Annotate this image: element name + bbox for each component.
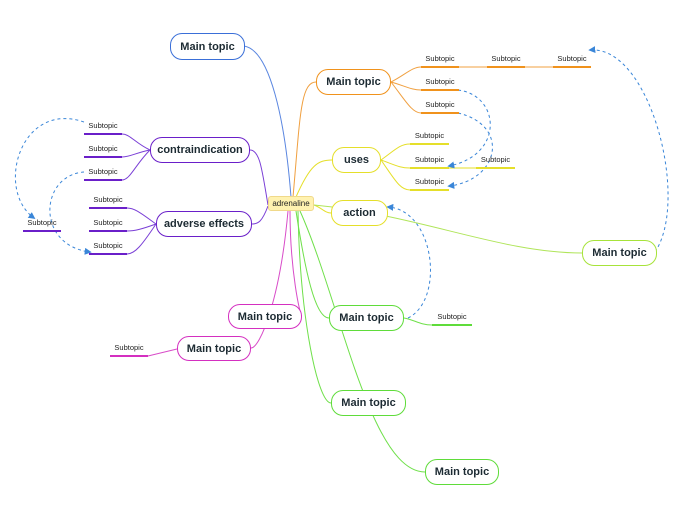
relationship-2 <box>447 112 493 189</box>
main-topic-uses[interactable]: uses <box>332 147 381 173</box>
subtopic-contraindication-3[interactable]: Subtopic <box>84 165 122 181</box>
branch-action <box>313 204 332 214</box>
subtopic-orange-5[interactable]: Subtopic <box>421 98 459 114</box>
subtopic-uses-4[interactable]: Subtopic <box>410 175 449 191</box>
central-topic[interactable]: adrenaline <box>268 196 314 211</box>
branch-top <box>243 45 292 198</box>
subtopic-orange-2[interactable]: Subtopic <box>487 52 525 68</box>
relationship-6 <box>49 171 92 255</box>
main-topic-contraindication[interactable]: contraindication <box>150 137 250 163</box>
branch-green-a <box>295 210 330 319</box>
subtopic-orange-4[interactable]: Subtopic <box>421 75 459 91</box>
subtopic-contraindication-1[interactable]: Subtopic <box>84 119 122 135</box>
main-topic-action[interactable]: action <box>331 200 388 226</box>
main-topic-green-a[interactable]: Main topic <box>329 305 404 331</box>
branch-contraindication <box>249 149 269 206</box>
subtopic-adverse-effects-1[interactable]: Subtopic <box>89 193 127 209</box>
branch-green-b <box>297 210 332 404</box>
relationship-3 <box>588 46 669 253</box>
branch-adverse-effects <box>251 205 269 225</box>
subtopic-green[interactable]: Subtopic <box>432 310 472 326</box>
main-topic-magenta-lower[interactable]: Main topic <box>177 336 251 361</box>
subtopic-left-far[interactable]: Subtopic <box>23 216 61 232</box>
relationship-5 <box>14 118 85 220</box>
subtopic-uses-3[interactable]: Subtopic <box>476 153 515 169</box>
subtopic-contraindication-2[interactable]: Subtopic <box>84 142 122 158</box>
relationship-1 <box>447 89 491 169</box>
main-topic-green-c[interactable]: Main topic <box>425 459 499 485</box>
subtopic-orange-1[interactable]: Subtopic <box>421 52 459 68</box>
relationship-4 <box>386 203 431 319</box>
branch-green-c <box>299 210 426 473</box>
main-topic-orange[interactable]: Main topic <box>316 69 391 95</box>
main-topic-magenta-upper[interactable]: Main topic <box>228 304 302 329</box>
subtopic-uses-1[interactable]: Subtopic <box>410 129 449 145</box>
subtopic-orange-3[interactable]: Subtopic <box>553 52 591 68</box>
main-topic-top[interactable]: Main topic <box>170 33 245 60</box>
subtopic-adverse-effects-3[interactable]: Subtopic <box>89 239 127 255</box>
main-topic-green-b[interactable]: Main topic <box>331 390 406 416</box>
branch-uses <box>295 159 333 198</box>
subtopic-magenta[interactable]: Subtopic <box>110 341 148 357</box>
subtopic-adverse-effects-2[interactable]: Subtopic <box>89 216 127 232</box>
branch-orange <box>292 81 317 198</box>
subtopic-uses-2[interactable]: Subtopic <box>410 153 449 169</box>
main-topic-right[interactable]: Main topic <box>582 240 657 266</box>
main-topic-adverse-effects[interactable]: adverse effects <box>156 211 252 237</box>
